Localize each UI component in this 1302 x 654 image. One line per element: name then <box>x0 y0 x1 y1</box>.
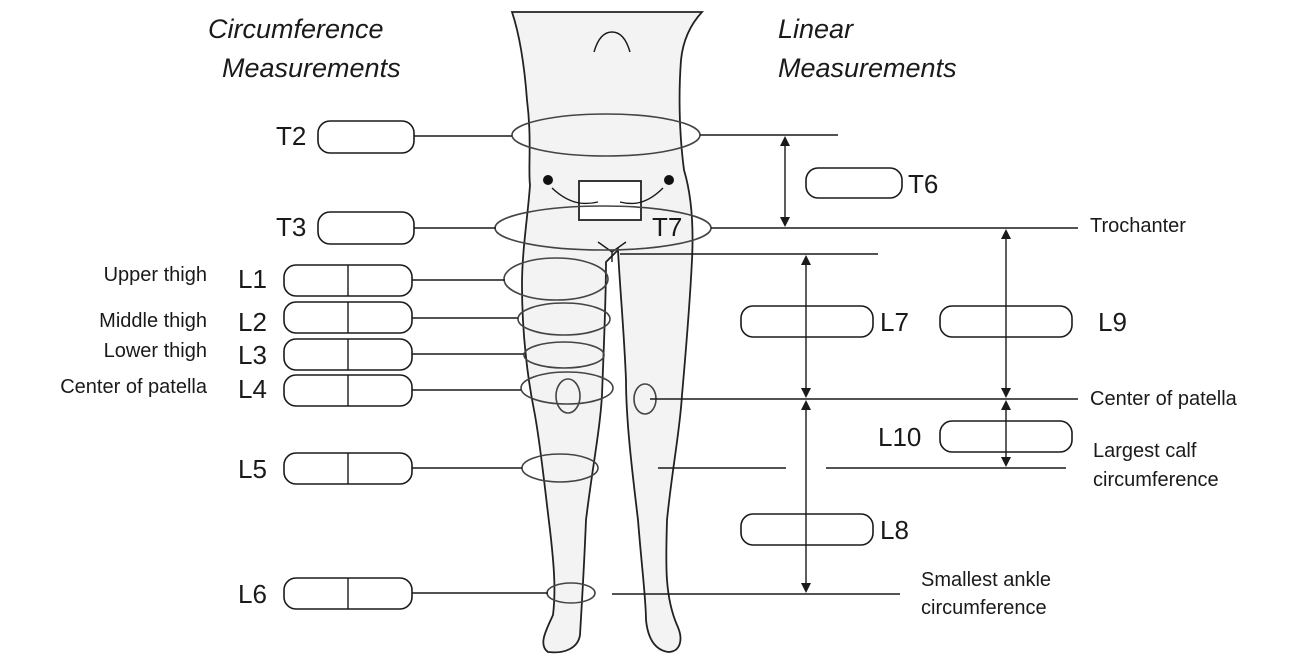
t2-label: T2 <box>276 121 306 151</box>
t6-label: T6 <box>908 169 938 199</box>
l8-field[interactable] <box>741 514 873 545</box>
l3-label: L3 <box>238 340 267 370</box>
l3-row: Lower thigh L3 <box>104 339 524 370</box>
l6-row: L6 <box>238 578 548 609</box>
l7-field[interactable] <box>741 306 873 337</box>
largest-calf-label-2: circumference <box>1093 469 1219 491</box>
center-patella-left-label: Center of patella <box>60 376 208 398</box>
t6-field[interactable] <box>806 168 902 198</box>
upper-thigh-label: Upper thigh <box>104 264 207 286</box>
trochanter-label: Trochanter <box>1090 215 1186 237</box>
smallest-ankle-label-2: circumference <box>921 597 1047 619</box>
l4-row: Center of patella L4 <box>60 374 521 406</box>
hip-point-right <box>664 175 674 185</box>
smallest-ankle-label-1: Smallest ankle <box>921 569 1051 591</box>
abdomen-marker <box>579 181 641 220</box>
t2-row: T2 <box>276 121 512 153</box>
t2-field[interactable] <box>318 121 414 153</box>
l5-label: L5 <box>238 454 267 484</box>
largest-calf-label-1: Largest calf <box>1093 440 1197 462</box>
l1-row: Upper thigh L1 <box>104 264 505 296</box>
l8-row: L8 <box>741 514 909 545</box>
l10-label: L10 <box>878 422 921 452</box>
l7-label: L7 <box>880 307 909 337</box>
l8-label: L8 <box>880 515 909 545</box>
t3-row: T3 <box>276 212 496 244</box>
hip-point-left <box>543 175 553 185</box>
circumference-heading-line1: Circumference <box>208 14 384 44</box>
circumference-heading-line2: Measurements <box>222 53 401 83</box>
linear-heading-line2: Measurements <box>778 53 957 83</box>
middle-thigh-label: Middle thigh <box>99 310 207 332</box>
l1-label: L1 <box>238 264 267 294</box>
l2-row: Middle thigh L2 <box>99 302 518 337</box>
t6-row: T6 <box>806 168 938 199</box>
t3-field[interactable] <box>318 212 414 244</box>
l2-label: L2 <box>238 307 267 337</box>
l4-label: L4 <box>238 374 267 404</box>
l9-label: L9 <box>1098 307 1127 337</box>
l9-row: L9 <box>940 306 1127 337</box>
l10-row: L10 <box>878 421 1072 452</box>
l7-row: L7 <box>741 306 909 337</box>
linear-heading-line1: Linear <box>778 14 854 44</box>
lower-thigh-label: Lower thigh <box>104 340 207 362</box>
t7-label: T7 <box>652 212 682 242</box>
l6-label: L6 <box>238 579 267 609</box>
l5-row: L5 <box>238 453 522 484</box>
t3-label: T3 <box>276 212 306 242</box>
center-patella-right-label: Center of patella <box>1090 388 1238 410</box>
